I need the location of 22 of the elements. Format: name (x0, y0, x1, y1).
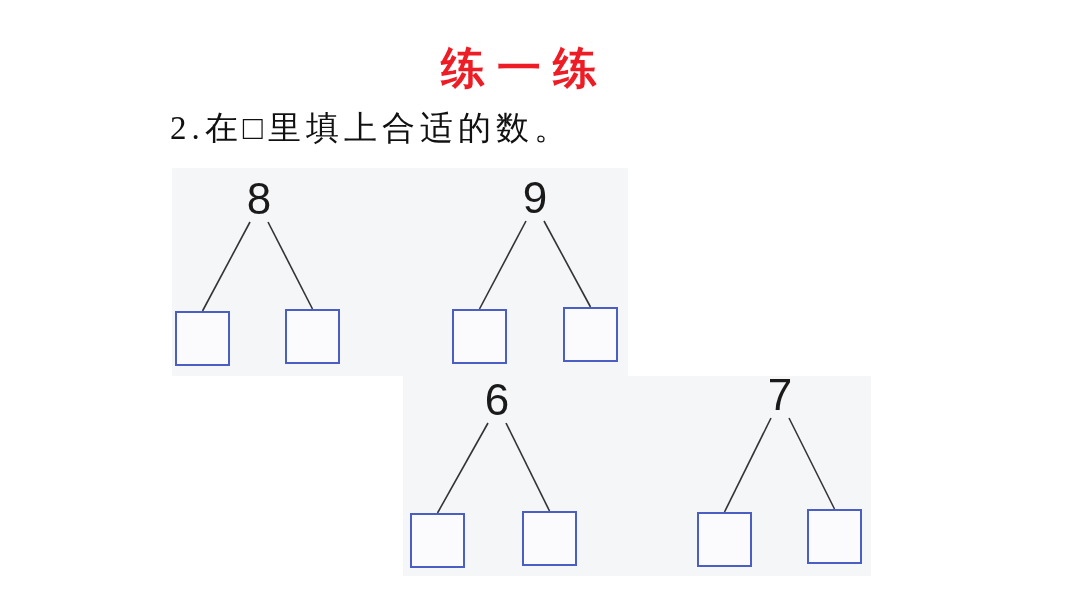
answer-box (522, 511, 577, 566)
answer-box (452, 309, 507, 364)
branch-line (723, 417, 772, 513)
answer-box (175, 311, 230, 366)
branch-line (436, 422, 489, 514)
branch-line (478, 220, 527, 310)
answer-box (285, 309, 340, 364)
branch-line (505, 422, 551, 512)
tree-number: 8 (239, 177, 279, 221)
branch-line (788, 417, 836, 510)
answer-box (697, 512, 752, 567)
answer-box (807, 509, 862, 564)
tree-number: 6 (477, 378, 517, 422)
title: 练一练 (439, 42, 609, 94)
branch-line (543, 220, 592, 308)
branch-line (201, 221, 251, 312)
answer-box (410, 513, 465, 568)
branch-line (267, 221, 314, 310)
answer-box (563, 307, 618, 362)
tree-number: 9 (515, 176, 555, 220)
tree-number: 7 (760, 373, 800, 417)
instruction-text: 2.在□里填上合适的数。 (170, 109, 572, 148)
